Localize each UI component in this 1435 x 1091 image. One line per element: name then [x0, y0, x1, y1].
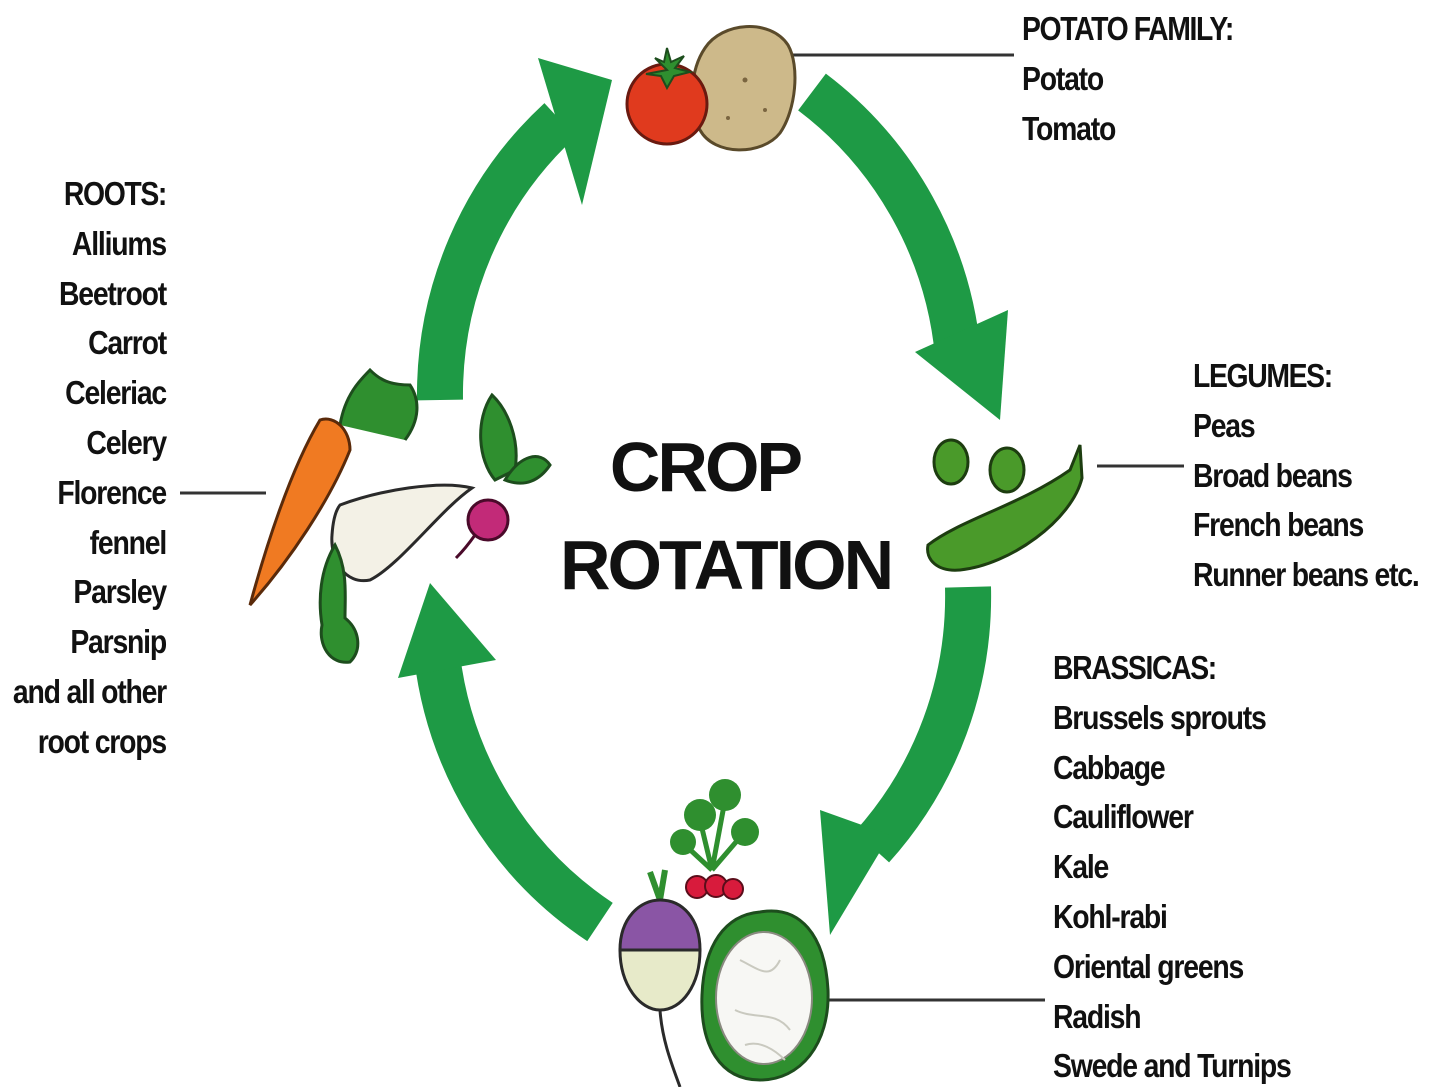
tomato-icon [627, 48, 707, 144]
roots-list: ROOTS: Alliums Beetroot Carrot Celeriac … [13, 169, 166, 767]
list-item: Brussels sprouts [1053, 693, 1291, 743]
list-item: and all other [13, 667, 166, 717]
radish-bunch-icon [670, 779, 759, 899]
list-item: Oriental greens [1053, 942, 1291, 992]
roots-heading: ROOTS: [13, 169, 166, 219]
list-item: Florence [13, 468, 166, 518]
brassicas-heading: BRASSICAS: [1053, 643, 1291, 693]
list-item: Cauliflower [1053, 792, 1291, 842]
peas-icon [990, 448, 1024, 492]
list-item: Celeriac [13, 368, 166, 418]
arrow-roots-to-potato [440, 58, 612, 400]
list-item: French beans [1193, 500, 1419, 550]
arrow-brassicas-to-roots [398, 583, 600, 922]
list-item: Celery [13, 418, 166, 468]
arrow-potato-to-legumes [812, 92, 1008, 420]
list-item: Tomato [1022, 104, 1233, 154]
beetroot-icon [456, 395, 550, 558]
diagram-title: CROP ROTATION [560, 418, 850, 614]
list-item: Beetroot [13, 269, 166, 319]
list-item: Broad beans [1193, 451, 1419, 501]
list-item: Alliums [13, 219, 166, 269]
list-item: Carrot [13, 318, 166, 368]
roots-illustration [250, 370, 550, 662]
list-item: Potato [1022, 54, 1233, 104]
list-item: Kohl-rabi [1053, 892, 1291, 942]
list-item: Radish [1053, 992, 1291, 1042]
title-line-2: ROTATION [560, 516, 850, 614]
title-line-1: CROP [560, 418, 850, 516]
list-item: Kale [1053, 842, 1291, 892]
potato-family-heading: POTATO FAMILY: [1022, 4, 1233, 54]
turnip-icon [620, 870, 700, 1087]
brassicas-illustration [620, 779, 828, 1087]
list-item: Cabbage [1053, 743, 1291, 793]
list-item: root crops [13, 717, 166, 767]
list-item: Parsley [13, 567, 166, 617]
list-item: Runner beans etc. [1193, 550, 1419, 600]
legumes-list: LEGUMES: Peas Broad beans French beans R… [1193, 351, 1419, 600]
list-item: Parsnip [13, 617, 166, 667]
list-item: fennel [13, 518, 166, 568]
arrow-legumes-to-brassicas [820, 587, 968, 935]
potato-family-list: POTATO FAMILY: Potato Tomato [1022, 4, 1233, 153]
list-item: Peas [1193, 401, 1419, 451]
legumes-heading: LEGUMES: [1193, 351, 1419, 401]
cauliflower-icon [702, 911, 828, 1080]
brassicas-list: BRASSICAS: Brussels sprouts Cabbage Caul… [1053, 643, 1291, 1091]
potato-family-illustration [627, 27, 795, 150]
peas-icon [934, 440, 968, 484]
list-item: Swede and Turnips [1053, 1041, 1291, 1091]
potato-icon [692, 27, 795, 150]
legumes-illustration [928, 440, 1082, 570]
